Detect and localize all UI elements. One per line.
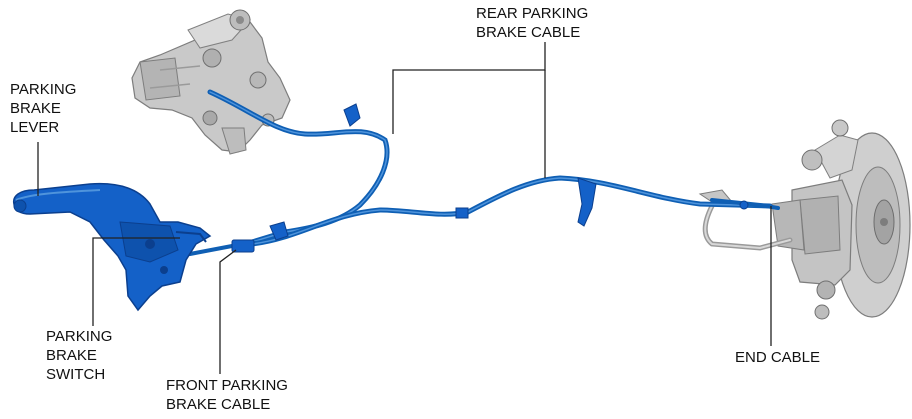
parking-lever-icon (12, 182, 212, 312)
right-brake-disc-icon (698, 119, 911, 320)
label-end-cable: END CABLE (735, 349, 821, 366)
label-parking-brake-switch: PARKING BRAKE SWITCH (46, 328, 113, 383)
leader-parking-brake-switch (92, 237, 180, 326)
leader-rear-parking-brake-cable (392, 42, 546, 134)
label-rear-parking-brake-cable: REAR PARKING BRAKE CABLE (476, 5, 589, 41)
label-parking-brake-lever: PARKING BRAKE LEVER (10, 81, 77, 136)
leader-lines (37, 42, 772, 374)
left-brake-knuckle-icon (131, 9, 291, 155)
brake-cables (188, 89, 780, 256)
label-front-parking-brake-cable: FRONT PARKING BRAKE CABLE (166, 377, 288, 413)
leader-front-parking-brake-cable (219, 249, 237, 374)
